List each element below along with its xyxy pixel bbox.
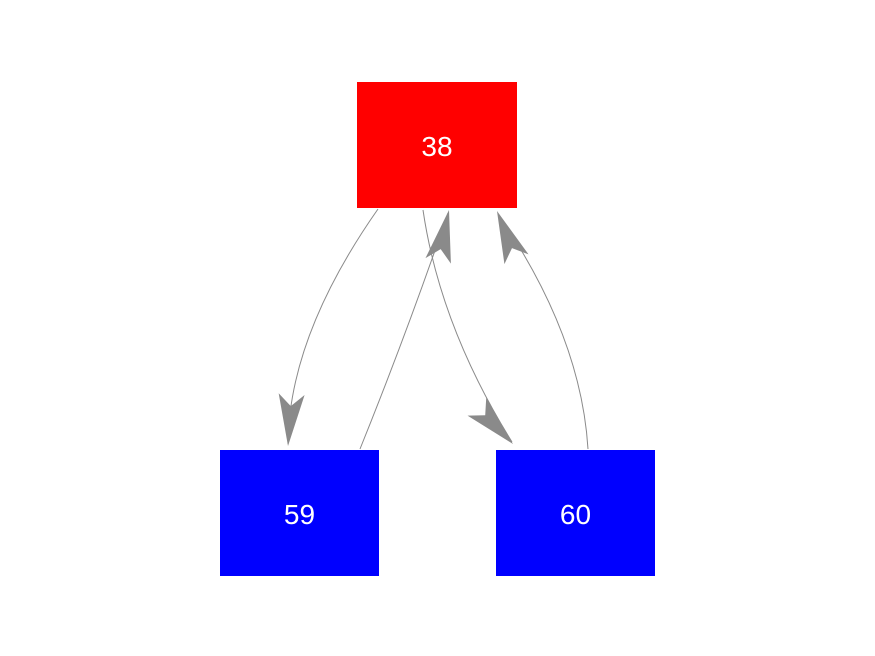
arrowhead-icon-38-to-60: [467, 397, 513, 444]
edge-38-to-59: [287, 208, 379, 445]
node-59[interactable]: 59: [220, 450, 379, 576]
arrowhead-icon-59-to-38: [425, 210, 451, 264]
node-38-label: 38: [421, 130, 453, 162]
edge-38-to-60: [422, 209, 513, 443]
node-60-label: 60: [559, 498, 592, 530]
arrowhead-icon-60-to-38: [497, 211, 529, 265]
edge-59-to-38: [359, 212, 449, 450]
node-59-label: 59: [283, 498, 316, 530]
node-60[interactable]: 60: [496, 450, 655, 576]
arrowhead-icon-38-to-59: [278, 393, 305, 446]
edge-60-to-38: [497, 213, 589, 450]
node-38[interactable]: 38: [357, 82, 517, 208]
